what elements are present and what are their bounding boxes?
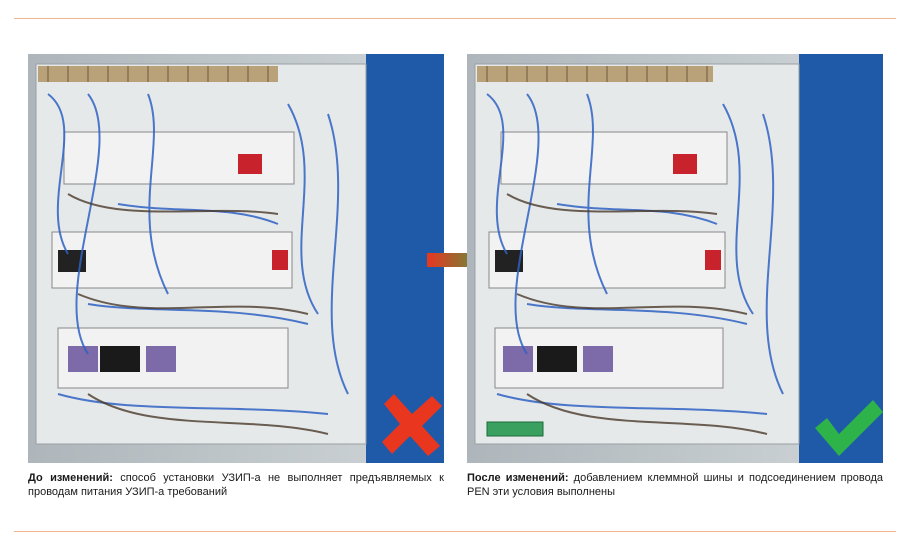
terminal-bus bbox=[486, 421, 544, 437]
bottom-divider bbox=[14, 531, 896, 532]
caption-after-label: После изменений: bbox=[467, 472, 569, 484]
green-check-icon bbox=[815, 400, 883, 456]
top-divider bbox=[14, 18, 896, 19]
caption-before: До изменений: способ установки УЗИП-а не… bbox=[28, 471, 444, 499]
blue-wall bbox=[799, 54, 883, 463]
caption-after: После изменений: добавлением клеммной ши… bbox=[467, 471, 883, 499]
photo-before bbox=[28, 54, 444, 463]
red-cross-icon bbox=[382, 394, 442, 456]
caption-before-text: способ установки УЗИП-а не выполняет пре… bbox=[28, 472, 444, 498]
panel-after-illustration bbox=[467, 54, 883, 463]
caption-before-label: До изменений: bbox=[28, 472, 113, 484]
caption-after-text: добавлением клеммной шины и подсоединени… bbox=[467, 472, 883, 498]
photo-after bbox=[467, 54, 883, 463]
panel-before-illustration bbox=[28, 54, 444, 463]
